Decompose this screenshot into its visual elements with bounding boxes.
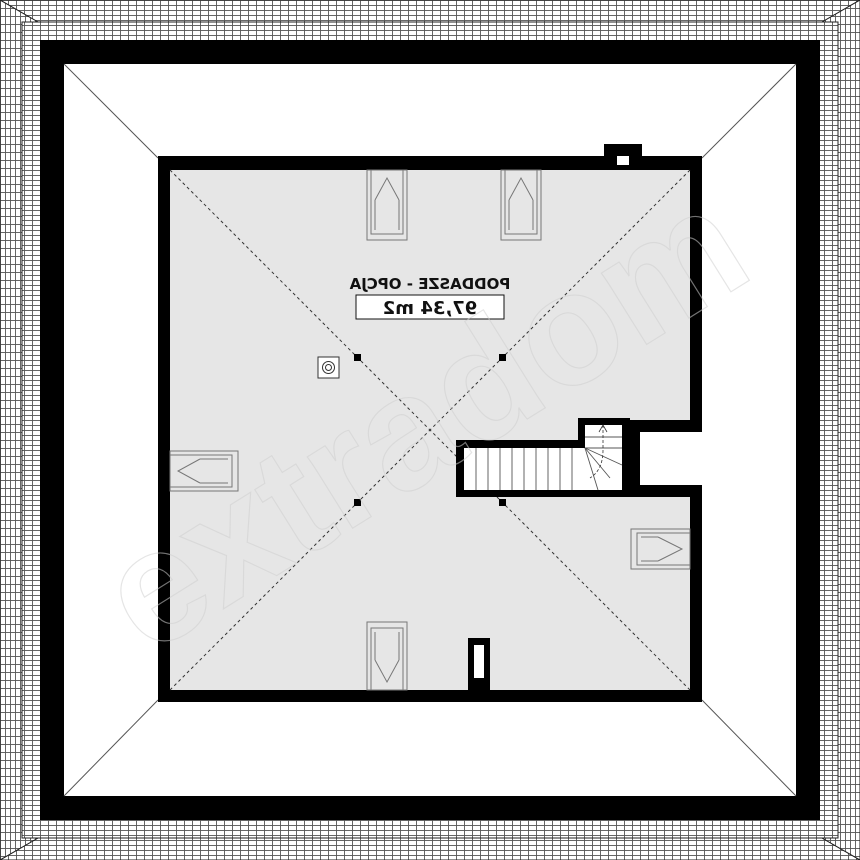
- skylight-left: [169, 450, 239, 492]
- room-name: PODDASZE - OPCJA: [349, 275, 510, 293]
- ventilation-grille-icon: [317, 356, 340, 379]
- area-box: [355, 294, 505, 320]
- staircase: [456, 418, 630, 497]
- room-area: 97,34 m2: [383, 298, 477, 319]
- skylight-right: [630, 528, 691, 570]
- roof-hip-lines: [63, 63, 797, 797]
- skylights: [169, 169, 691, 691]
- chimney: [604, 144, 642, 170]
- skylight-top-right: [500, 169, 542, 241]
- room-label: PODDASZE - OPCJA 97,34 m2: [349, 275, 510, 320]
- skylight-bottom: [366, 621, 408, 691]
- bottom-chimney: [468, 638, 490, 690]
- skylight-top-left: [366, 169, 408, 241]
- posts: [354, 354, 506, 506]
